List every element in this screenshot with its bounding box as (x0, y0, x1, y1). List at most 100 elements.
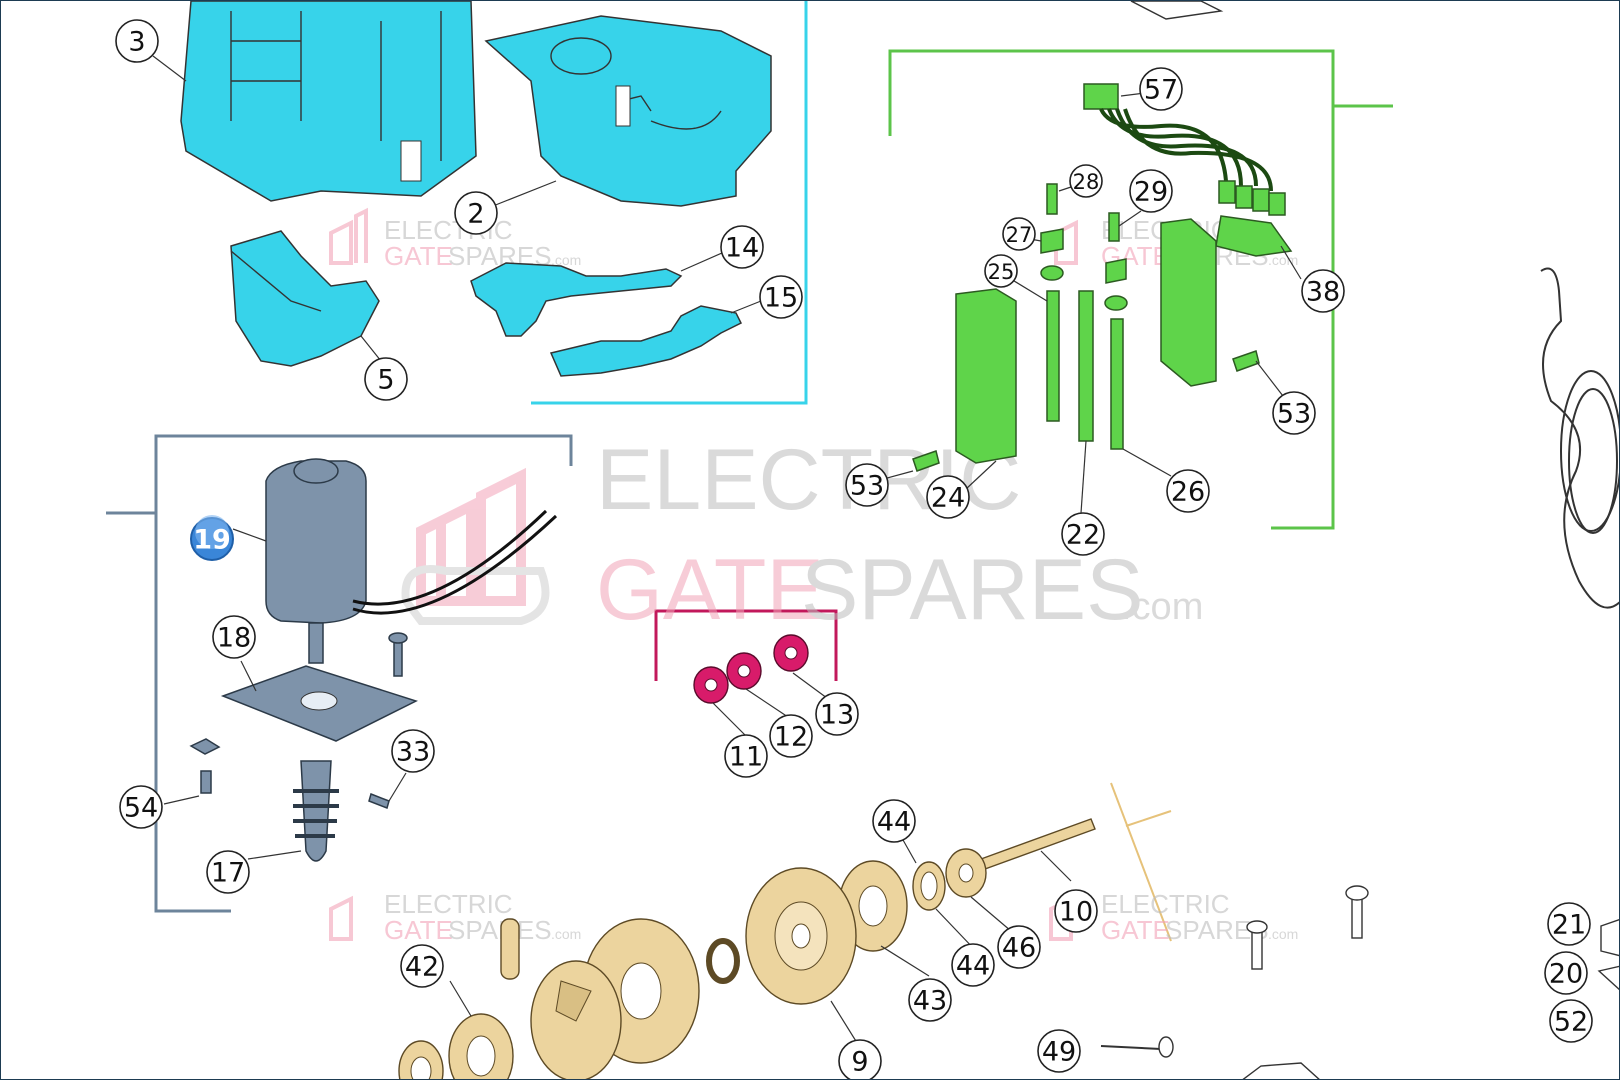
part-bushing-13[interactable] (773, 634, 809, 672)
callout-9[interactable]: 9 (838, 1039, 882, 1080)
watermark-line2-gate: GATE (596, 542, 824, 638)
svg-text:38: 38 (1306, 277, 1340, 308)
svg-text:13: 13 (820, 700, 854, 731)
part-pin-28[interactable] (1046, 183, 1058, 215)
part-crown-gear[interactable] (530, 918, 700, 1080)
svg-text:18: 18 (217, 623, 251, 654)
part-shaft-26[interactable] (1110, 318, 1124, 450)
svg-text:28: 28 (1073, 170, 1100, 194)
part-cover-shell[interactable] (230, 230, 380, 367)
callout-53a[interactable]: 53 (1272, 391, 1316, 435)
part-cable-coil[interactable] (1540, 267, 1620, 609)
callout-24[interactable]: 24 (926, 475, 970, 519)
part-key-pin[interactable] (500, 918, 520, 980)
part-pin-33[interactable] (368, 793, 390, 809)
callout-17[interactable]: 17 (206, 850, 250, 894)
callout-57[interactable]: 57 (1139, 67, 1183, 111)
part-screw-flange[interactable] (388, 632, 408, 677)
svg-text:53: 53 (1277, 399, 1311, 430)
callout-10[interactable]: 10 (1054, 889, 1098, 933)
callout-12[interactable]: 12 (769, 714, 813, 758)
callout-38[interactable]: 38 (1301, 269, 1345, 313)
callout-5[interactable]: 5 (364, 357, 408, 401)
part-washer-44[interactable] (912, 861, 946, 911)
part-shaft-22[interactable] (1078, 290, 1094, 442)
callout-25[interactable]: 25 (984, 254, 1018, 288)
callout-13[interactable]: 13 (815, 692, 859, 736)
part-motor-19[interactable] (265, 458, 558, 664)
bushing-group-frame (654, 609, 838, 681)
part-screw-right-2[interactable] (1345, 885, 1369, 939)
callout-43[interactable]: 43 (908, 978, 952, 1022)
part-screw-53b[interactable] (912, 450, 940, 472)
leader-lines (152, 55, 1302, 1047)
electronics-group-frame (888, 49, 1393, 530)
svg-text:15: 15 (764, 283, 798, 314)
watermark-suffix: .com (1121, 586, 1203, 628)
callout-46[interactable]: 46 (997, 925, 1041, 969)
callout-27[interactable]: 27 (1002, 217, 1036, 251)
svg-text:21: 21 (1552, 910, 1586, 941)
part-gasket-15[interactable] (549, 305, 743, 377)
part-nut-54[interactable] (189, 738, 221, 794)
part-spacer-46[interactable] (945, 848, 987, 898)
callout-53b[interactable]: 53 (845, 463, 889, 507)
part-gasket-14[interactable] (470, 262, 683, 337)
part-pin-29[interactable] (1104, 212, 1128, 311)
watermark-logo-icon (401, 467, 550, 625)
part-shaft-25[interactable] (1046, 290, 1060, 422)
part-housing-base[interactable] (180, 1, 477, 202)
part-bushing-11[interactable] (693, 666, 729, 704)
callout-33[interactable]: 33 (391, 729, 435, 773)
callout-28[interactable]: 28 (1069, 164, 1103, 198)
callout-19-selected[interactable]: 19 (190, 515, 234, 561)
part-shaft-10[interactable] (980, 818, 1096, 870)
part-board-holder[interactable] (1160, 218, 1217, 387)
callout-3[interactable]: 3 (115, 19, 159, 63)
callout-42[interactable]: 42 (400, 944, 444, 988)
part-bracket-right[interactable] (1597, 918, 1620, 991)
callout-54[interactable]: 54 (119, 785, 163, 829)
callout-44b[interactable]: 44 (951, 943, 995, 987)
part-bottom-fragment[interactable] (1241, 1062, 1321, 1080)
part-top-fragment[interactable] (1130, 1, 1224, 20)
callout-44a[interactable]: 44 (872, 799, 916, 843)
callout-11[interactable]: 11 (724, 734, 768, 778)
part-gear-9[interactable] (745, 867, 857, 1005)
part-circlip[interactable] (706, 938, 740, 984)
callout-14[interactable]: 14 (720, 225, 764, 269)
watermark-small-3-spares: SPARES (448, 915, 552, 945)
part-gearbox-cover[interactable] (484, 15, 772, 207)
part-connector-57[interactable] (1083, 83, 1286, 216)
callout-20[interactable]: 20 (1544, 951, 1588, 995)
svg-text:44: 44 (956, 951, 990, 982)
callout-49[interactable]: 49 (1037, 1029, 1081, 1073)
svg-text:54: 54 (124, 793, 158, 824)
part-screw-53a[interactable] (1232, 350, 1260, 372)
svg-text:26: 26 (1171, 477, 1205, 508)
svg-text:22: 22 (1066, 520, 1100, 551)
watermark-small-3-line1: ELECTRIC (384, 889, 513, 919)
callout-21[interactable]: 21 (1547, 902, 1591, 946)
part-flange-18[interactable] (220, 665, 418, 742)
callout-15[interactable]: 15 (759, 275, 803, 319)
part-pin-27[interactable] (1040, 228, 1064, 281)
part-bushing-12[interactable] (726, 652, 762, 690)
callout-52[interactable]: 52 (1549, 999, 1593, 1043)
part-worm-17[interactable] (293, 760, 339, 862)
part-connector-38[interactable] (1215, 215, 1293, 257)
part-bearing-42[interactable] (398, 1013, 514, 1080)
watermark-small-3: ELECTRIC GATE SPARES .com (329, 889, 581, 945)
callout-22[interactable]: 22 (1061, 512, 1105, 556)
motor-group-frame (106, 434, 573, 913)
watermark-small-4-line1: ELECTRIC (1101, 889, 1230, 919)
svg-text:2: 2 (467, 199, 484, 230)
part-capacitor-24[interactable] (955, 288, 1017, 464)
part-screw-right-1[interactable] (1246, 920, 1268, 970)
part-screw-49[interactable] (1100, 1036, 1174, 1058)
gear-group-frame (1110, 782, 1172, 942)
callout-18[interactable]: 18 (212, 615, 256, 659)
callout-2[interactable]: 2 (454, 191, 498, 235)
callout-29[interactable]: 29 (1129, 169, 1173, 213)
callout-26[interactable]: 26 (1166, 469, 1210, 513)
